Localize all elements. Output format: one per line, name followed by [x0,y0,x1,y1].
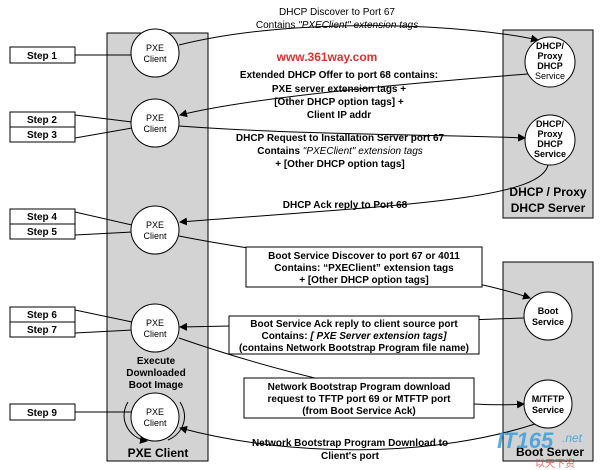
svg-text:(contains Network Bootstrap Pr: (contains Network Bootstrap Program file… [239,343,469,354]
arrow-dhcp-request [178,125,526,142]
svg-text:DHCP/: DHCP/ [536,119,565,129]
message-5-box [245,246,483,288]
pxe-client-node-2 [130,98,180,148]
pxe4-l1: PXE [146,318,164,328]
svg-text:Execute: Execute [137,356,176,367]
svg-text:Contains "PXEClient" extension: Contains "PXEClient" extension tags [257,146,423,157]
message-4: DHCP Ack reply to Port 68 [283,200,408,211]
message-8: Network Bootstrap Program Download to Cl… [252,438,448,462]
watermark-url: www.361way.com [276,50,378,64]
step-6-label: Step 6 [27,310,57,321]
svg-text:Proxy: Proxy [537,129,562,139]
step-4-label: Step 4 [27,212,57,223]
dhcp-server-label-1: DHCP / Proxy [509,185,586,199]
message-7-box [243,377,475,419]
svg-text:+ [Other DHCP option tags]: + [Other DHCP option tags] [299,275,429,286]
pxe5-l2: Client [143,418,167,428]
execute-label: Execute Downloaded Boot Image [126,356,185,391]
svg-text:Downloaded: Downloaded [126,368,185,379]
svg-text:Network Bootstrap Program Down: Network Bootstrap Program Download to [252,438,448,449]
svg-text:(from Boot Service Ack): (from Boot Service Ack) [302,406,416,417]
svg-text:[Other DHCP option tags] +: [Other DHCP option tags] + [274,97,404,108]
step-7-box [9,321,76,338]
pxe4-l2: Client [143,329,167,339]
message-7: Network Bootstrap Program download reque… [268,382,452,417]
step-connectors [74,54,133,413]
svg-text:DHCP Discover to Port 67: DHCP Discover to Port 67 [279,7,395,18]
step-1-label: Step 1 [27,51,57,62]
step-7-label: Step 7 [27,325,57,336]
pxe1-l1: PXE [146,43,164,53]
it165-logo: IT165 .net 以天下资 [497,428,583,470]
svg-text:Boot Image: Boot Image [129,380,184,391]
svg-text:以天下资: 以天下资 [535,458,575,470]
step-3-label: Step 3 [27,130,57,141]
svg-text:Client IP addr: Client IP addr [307,110,371,121]
svg-text:Client's port: Client's port [321,451,380,462]
svg-text:Contains: [ PXE Server extensi: Contains: [ PXE Server extension tags] [261,331,447,342]
pxe2-l2: Client [143,124,167,134]
step-5-box [9,223,76,240]
svg-text:Network Bootstrap Program down: Network Bootstrap Program download [268,382,451,393]
pxe-client-label: PXE Client [128,446,189,460]
boot-server-label: Boot Server [516,445,584,459]
svg-text:Boot Service Ack reply to clie: Boot Service Ack reply to client source … [250,319,458,330]
message-6: Boot Service Ack reply to client source … [239,319,469,354]
pxe1-l2: Client [143,54,167,64]
step-3-box [9,126,76,143]
arrow-nbp-download [179,423,536,451]
arrow-dhcp-offer [179,73,529,118]
boot-service-node [523,291,573,341]
svg-text:DHCP Request to Installation S: DHCP Request to Installation Server port… [236,133,445,144]
arrow-dhcp-ack [179,164,549,226]
svg-text:Contains: “PXEClient” extensio: Contains: “PXEClient” extension tags [274,263,454,274]
step-9-label: Step 9 [27,408,57,419]
execute-loop-arc [167,401,185,441]
pxe3-l2: Client [143,231,167,241]
dhcp-service-node-1 [524,36,576,88]
svg-text:PXE server extension tags +: PXE server extension tags + [272,84,406,95]
step-5-label: Step 5 [27,227,57,238]
pxe2-l1: PXE [146,113,164,123]
svg-text:Service: Service [534,149,566,159]
svg-text:Extended DHCP Offer to port 68: Extended DHCP Offer to port 68 contains: [240,70,438,81]
svg-text:Service: Service [532,405,564,415]
pxe-client-nodes: PXE Client PXE Client PXE Client PXE Cli… [130,28,180,442]
server-nodes: DHCP/ Proxy DHCP Service DHCP/ Proxy DHC… [523,36,576,429]
dhcp-server-label-2: DHCP Server [511,201,586,215]
svg-text:+ [Other DHCP option tags]: + [Other DHCP option tags] [275,159,405,170]
svg-text:M/TFTP: M/TFTP [532,394,565,404]
pxe-client-node-5 [130,392,180,442]
pxe-client-node-4 [130,303,180,353]
mtftp-service-node [523,379,573,429]
svg-text:request to TFTP port 69 or MTF: request to TFTP port 69 or MTFTP port [268,394,452,405]
svg-text:Service: Service [535,71,565,81]
svg-text:DHCP/: DHCP/ [536,41,565,51]
pxe-client-node-3 [130,205,180,255]
step-2-label: Step 2 [27,115,57,126]
svg-text:DHCP: DHCP [537,61,563,71]
pxe5-l1: PXE [146,407,164,417]
svg-text:Contains "PXEClient" extension: Contains "PXEClient" extension tags [256,20,418,31]
arrow-dhcp-discover [178,25,539,46]
message-2: Extended DHCP Offer to port 68 contains:… [240,70,438,121]
svg-text:IT165: IT165 [497,428,554,453]
message-5: Boot Service Discover to port 67 or 4011… [268,251,460,286]
svg-text:Boot Service Discover to port: Boot Service Discover to port 67 or 4011 [268,251,460,262]
svg-text:Proxy: Proxy [537,51,562,61]
pxe-client-node-1 [130,28,180,78]
message-1: DHCP Discover to Port 67 Contains "PXECl… [256,7,418,31]
svg-text:Boot: Boot [538,306,559,316]
step-boxes: Step 1 Step 2 Step 3 Step 4 Step 5 Step … [9,46,76,421]
svg-text:DHCP: DHCP [537,139,563,149]
pxe3-l1: PXE [146,220,164,230]
execute-loop-arrow [123,401,148,444]
message-3: DHCP Request to Installation Server port… [236,133,445,170]
svg-text:.net: .net [562,431,583,445]
svg-text:Service: Service [532,317,564,327]
message-6-box [228,315,480,355]
